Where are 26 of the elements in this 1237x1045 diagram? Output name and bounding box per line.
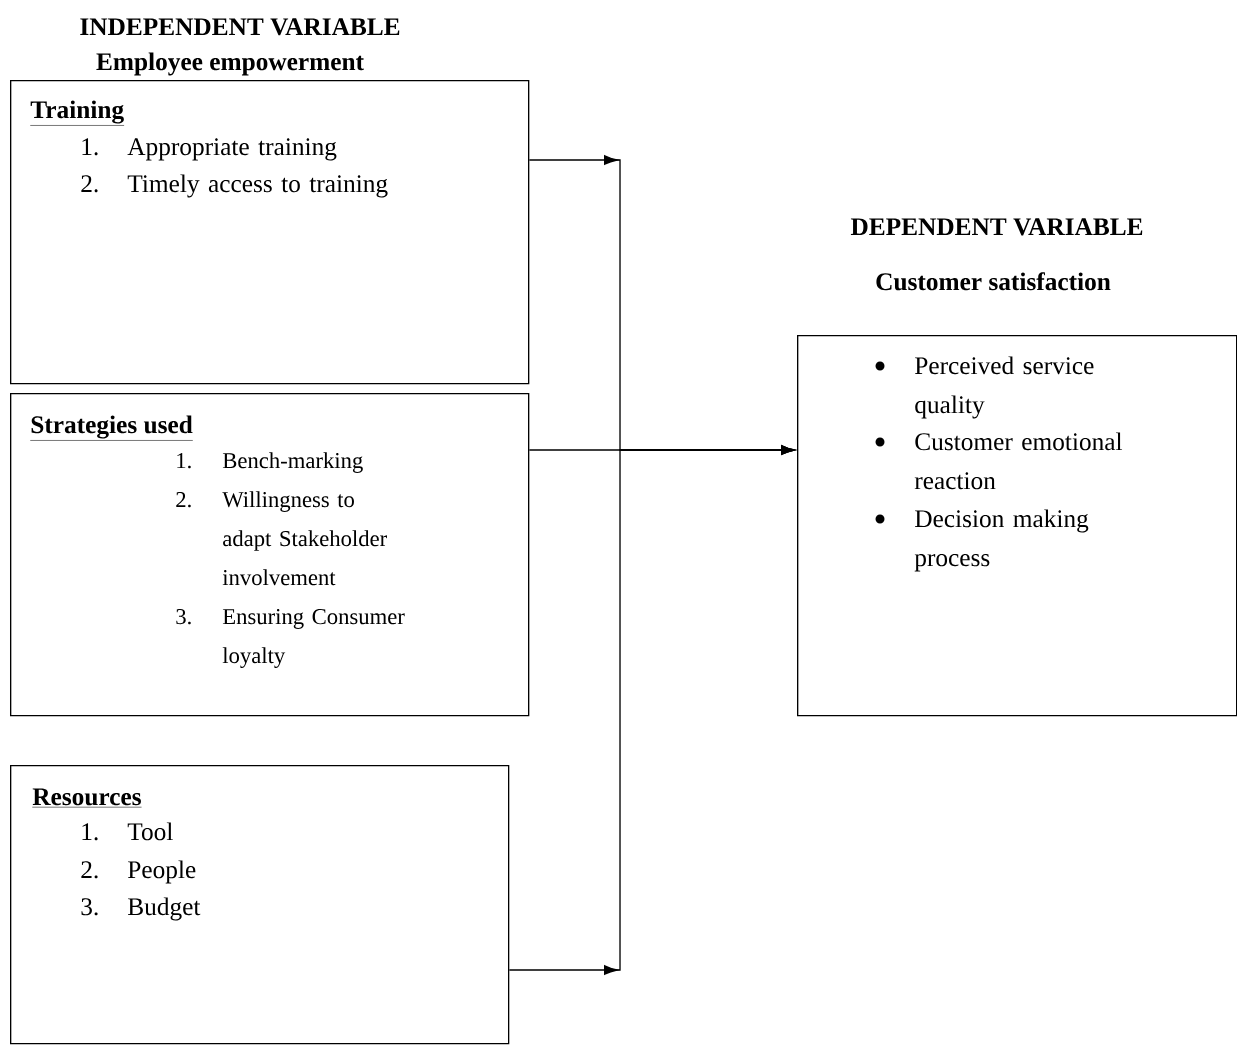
list-item: Customer emotional reaction [914, 432, 1123, 490]
list-item: Bench-marking [222, 452, 363, 473]
arrow [508, 445, 795, 975]
item-number: 2. [81, 175, 98, 193]
list-item: People [128, 860, 196, 884]
heading: INDEPENDENT VARIABLE [80, 18, 400, 36]
item-number: 3. [176, 609, 191, 625]
heading: Training [30, 100, 125, 126]
item-number: 2. [81, 861, 98, 879]
item-number: 1. [82, 138, 98, 156]
list-item: Tool [127, 822, 173, 841]
list-item: Perceived service quality [915, 356, 1094, 419]
item-number: 1. [177, 453, 191, 469]
list-item: Willingness to adapt Stakeholder involvement [222, 491, 387, 586]
heading: Strategies used [30, 415, 194, 441]
list-item: Timely access to training [127, 174, 388, 198]
list-item: Ensuring Consumer loyalty [222, 609, 405, 668]
item-number: 3. [81, 898, 98, 916]
heading: DEPENDENT VARIABLE [850, 218, 1143, 236]
heading: Resources [32, 788, 142, 808]
list-item: Budget [128, 897, 201, 921]
list-item: Appropriate training [127, 138, 337, 161]
item-number: 1. [82, 823, 98, 841]
list-item: Decision making process [914, 509, 1089, 572]
heading: Customer satisfaction [876, 272, 1111, 291]
item-number: 2. [176, 492, 191, 508]
